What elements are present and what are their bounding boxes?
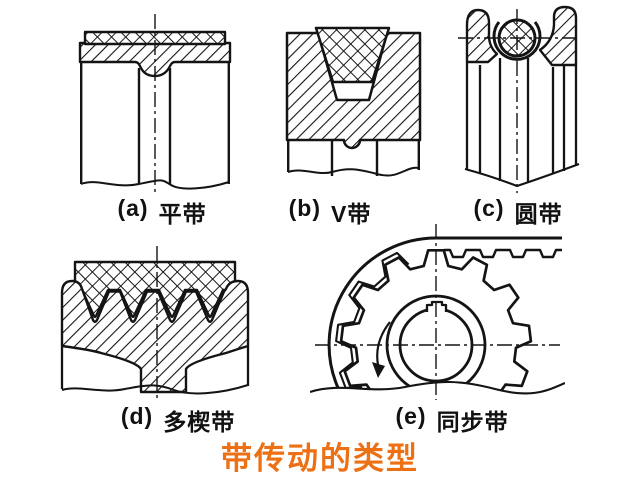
round-pulley-walls — [465, 58, 578, 183]
caption-a-name: 平带 — [158, 201, 207, 227]
rotation-arrow — [376, 321, 391, 366]
timing-bore-circle — [398, 307, 474, 383]
caption-c-letter: (c) — [473, 195, 505, 221]
caption-e-letter: (e) — [395, 403, 427, 429]
rotation-arrow-head — [372, 362, 385, 378]
timing-belt-diagram — [310, 224, 565, 402]
round-belt-diagram — [458, 5, 581, 193]
round-break-line — [464, 163, 580, 188]
caption-d-name: 多楔带 — [163, 409, 236, 435]
poly-v-belt-section — [73, 260, 237, 319]
round-centerlines — [458, 9, 581, 193]
timing-centerlines — [315, 224, 560, 400]
caption-b: (b) V带 — [230, 195, 430, 229]
timing-break-line — [310, 380, 565, 395]
timing-belt-teeth-wrapped — [335, 251, 410, 390]
caption-e: (e) 同步带 — [352, 403, 552, 437]
round-right-flange — [538, 5, 578, 67]
caption-e-name: 同步带 — [436, 409, 509, 435]
v-belt-diagram — [285, 26, 422, 177]
caption-a-letter: (a) — [117, 195, 149, 221]
round-left-flange — [465, 8, 499, 64]
v-hub-walls — [287, 140, 420, 176]
poly-v-belt-diagram — [60, 246, 250, 399]
flat-belt-diagram — [78, 14, 232, 194]
v-belt-section — [314, 26, 391, 84]
flat-break-line — [80, 179, 230, 190]
caption-d: (d) 多楔带 — [78, 403, 278, 437]
caption-b-name: V带 — [331, 201, 372, 227]
timing-belt-back — [327, 236, 562, 391]
timing-belt-teeth-straight — [444, 248, 562, 259]
caption-d-letter: (d) — [120, 403, 154, 429]
caption-c: (c) 圆带 — [418, 195, 618, 229]
flat-pulley-walls — [80, 62, 230, 184]
round-groove-arc — [492, 21, 542, 61]
caption-a: (a) 平带 — [62, 195, 262, 229]
poly-v-break-line — [61, 384, 249, 395]
figure-title: 带传动的类型 — [221, 441, 419, 476]
caption-b-letter: (b) — [288, 195, 322, 221]
poly-v-hub-walls — [60, 346, 250, 389]
timing-break-mask — [310, 381, 565, 402]
caption-c-name: 圆带 — [514, 201, 563, 227]
v-break-line — [287, 166, 420, 177]
poly-v-pulley-section — [60, 279, 250, 394]
